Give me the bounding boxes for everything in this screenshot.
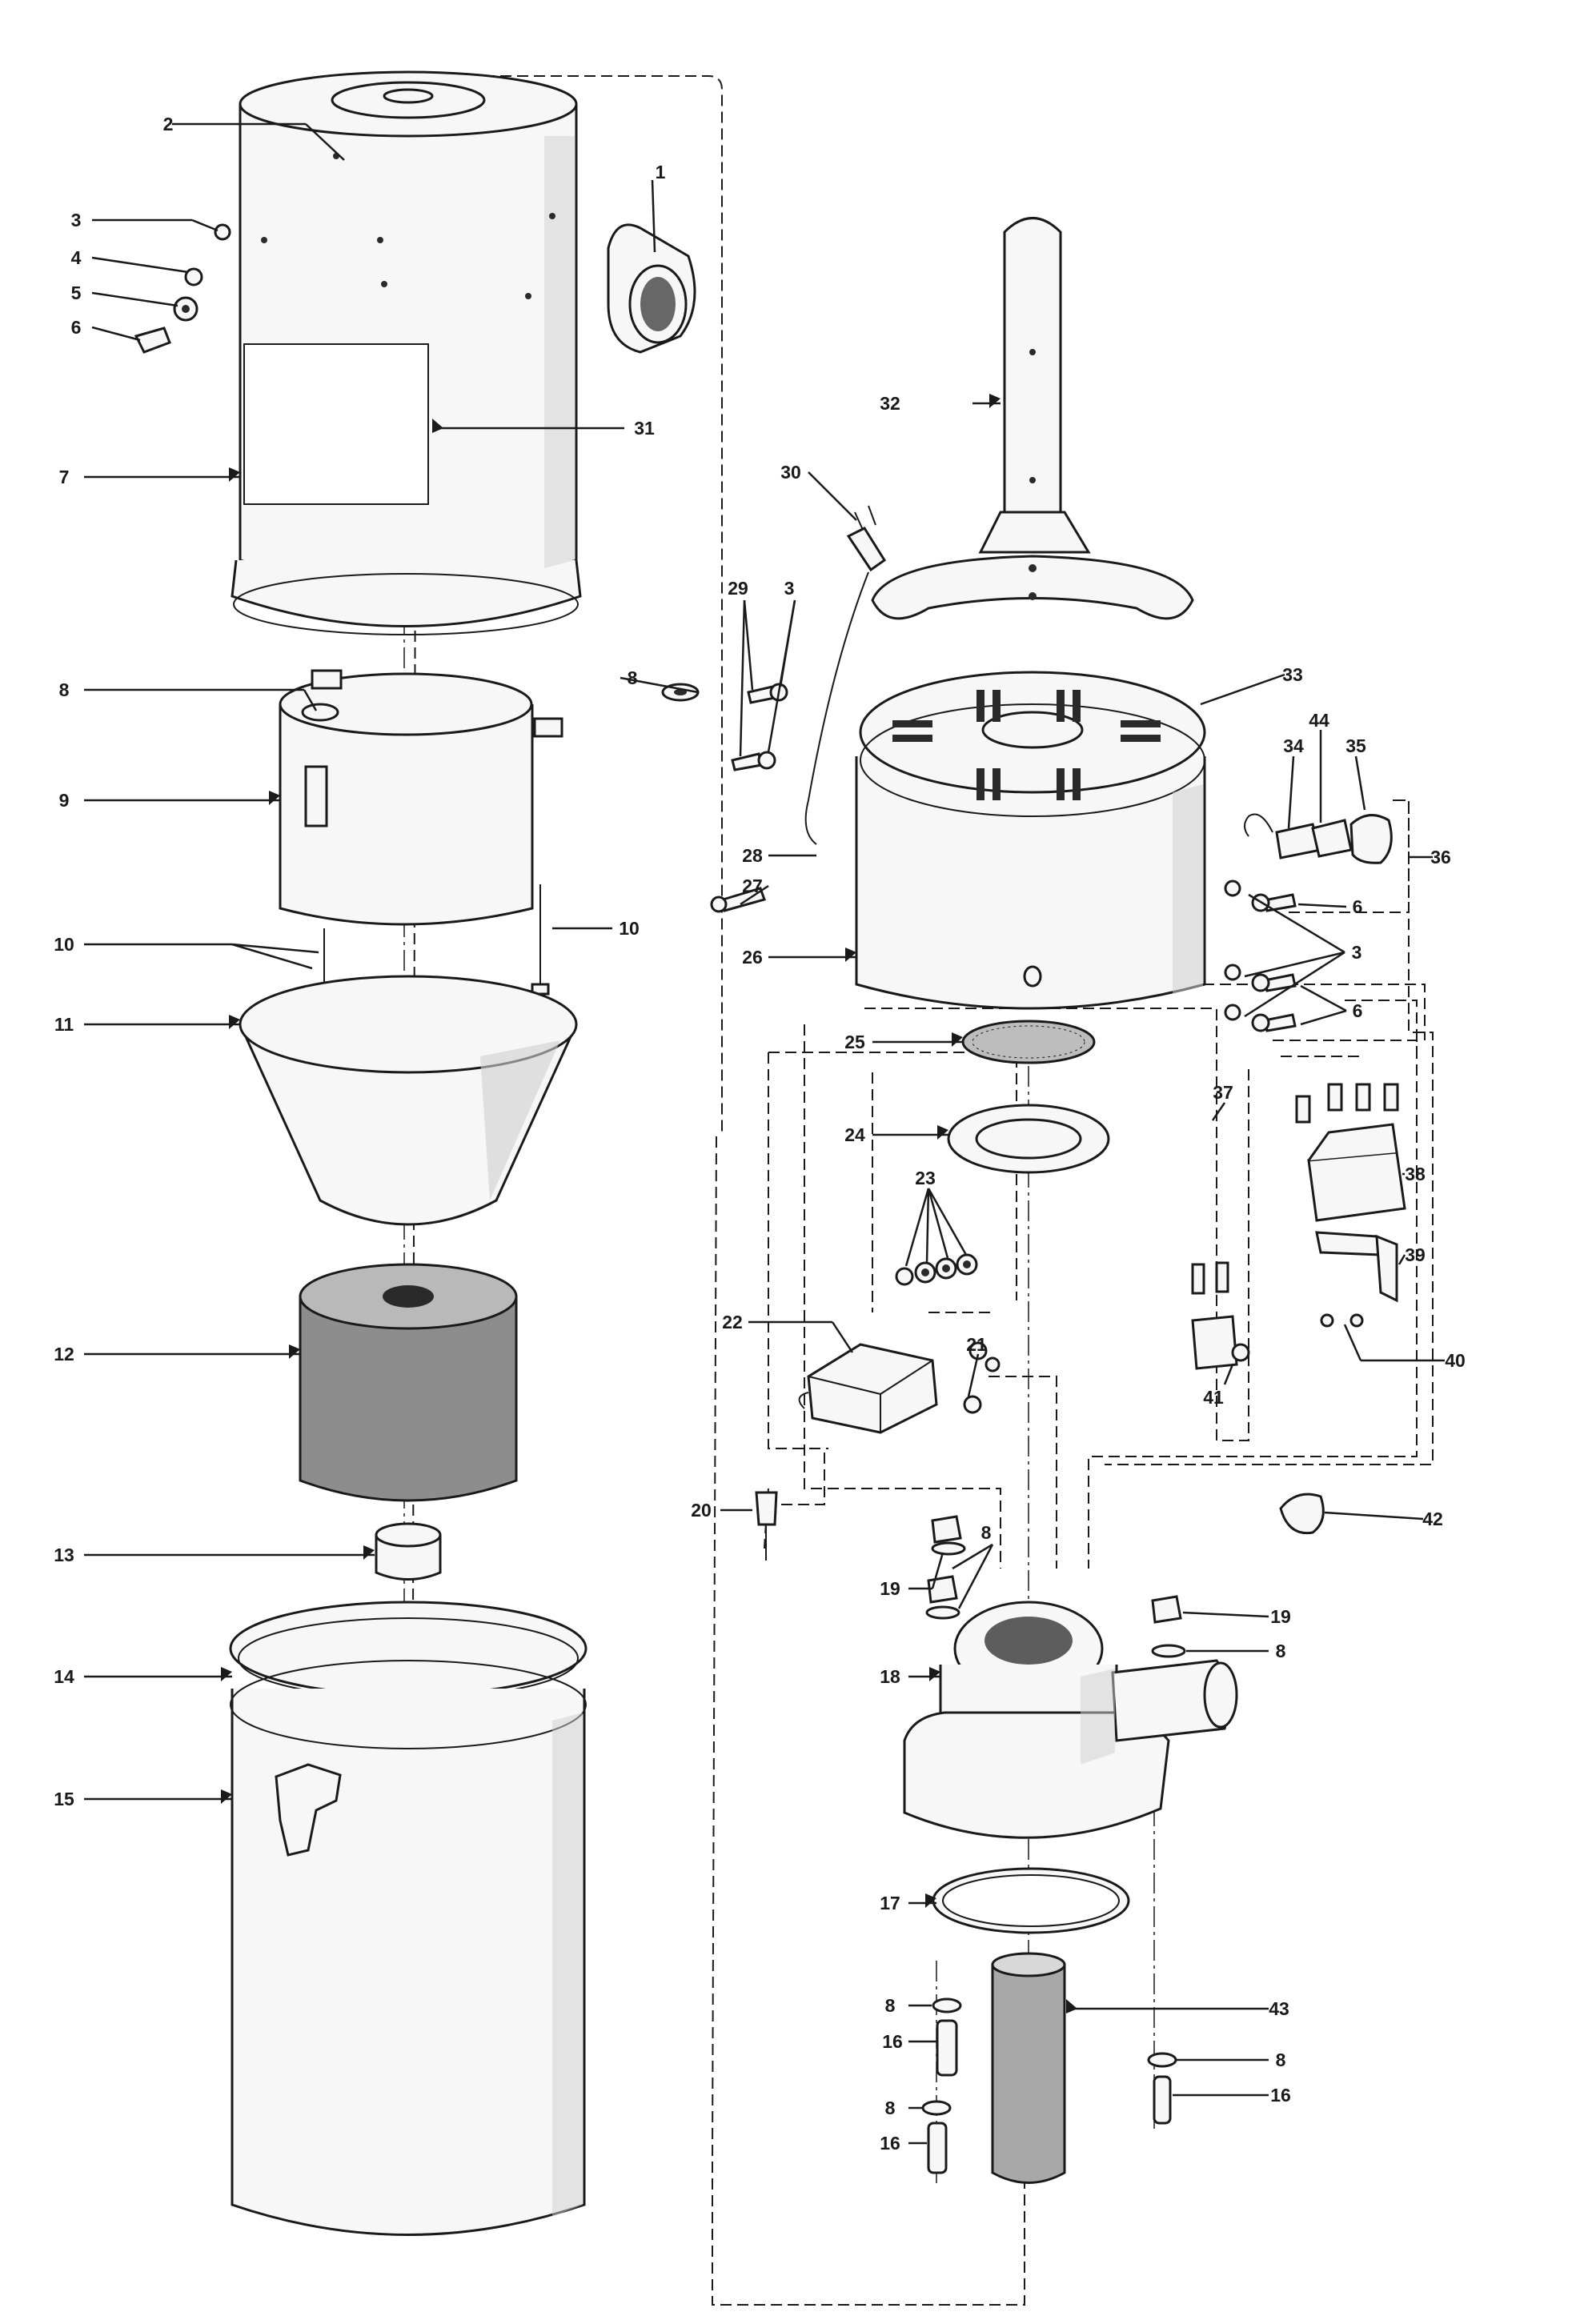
top-housing-cover: [231, 70, 582, 635]
callout-13: 13: [54, 1545, 74, 1565]
callout-43: 43: [1269, 1998, 1289, 2019]
nuts-23: [895, 1253, 978, 1286]
nuts-washers-19-8: [925, 1515, 1186, 1658]
callout-41: 41: [1203, 1387, 1224, 1408]
callout-33: 33: [1282, 664, 1303, 685]
cap-13: [375, 1522, 442, 1581]
callout-38: 38: [1405, 1164, 1426, 1184]
foam-filter: [299, 1263, 518, 1502]
callout-3: 3: [71, 210, 82, 230]
callout-8: 8: [1276, 2050, 1286, 2070]
callout-44: 44: [1309, 710, 1329, 731]
exhaust-screen-43: [991, 1952, 1066, 2184]
callout-36: 36: [1430, 847, 1451, 867]
callout-2: 2: [163, 114, 174, 134]
callout-31: 31: [634, 418, 655, 439]
callout-10: 10: [54, 934, 74, 955]
callout-27: 27: [742, 876, 763, 896]
callout-19: 19: [1270, 1606, 1291, 1627]
motor-housing-top: [855, 671, 1206, 1010]
filter-cage: [279, 669, 700, 926]
callout-labels: 1234567889101011121314151616161788888181…: [54, 114, 1466, 2154]
callout-12: 12: [54, 1344, 74, 1364]
callout-8: 8: [628, 667, 638, 688]
callout-11: 11: [54, 1014, 74, 1035]
callout-3: 3: [1352, 942, 1362, 963]
screws-3-6: [134, 223, 231, 354]
callout-37: 37: [1213, 1082, 1233, 1103]
callout-30: 30: [780, 462, 801, 483]
clip-42: [1279, 1493, 1325, 1535]
callout-29: 29: [728, 578, 748, 599]
callout-40: 40: [1445, 1350, 1466, 1371]
leader-lines: [84, 122, 1445, 2145]
callout-14: 14: [54, 1666, 74, 1687]
callout-19: 19: [880, 1578, 900, 1599]
power-cord: [804, 505, 887, 845]
vacuum-motor-18: [903, 1601, 1238, 1839]
callout-39: 39: [1405, 1244, 1426, 1265]
callout-6: 6: [1353, 896, 1363, 917]
screws-27-29: [710, 683, 788, 913]
callout-8: 8: [59, 679, 70, 700]
callout-25: 25: [844, 1032, 865, 1052]
spacers-16-8: [921, 1997, 1177, 2174]
callout-35: 35: [1345, 735, 1366, 756]
screws-right-3-6: [1224, 880, 1297, 1032]
gasket-24: [947, 1104, 1110, 1174]
callout-6: 6: [1353, 1000, 1363, 1021]
cone-separator: [239, 975, 578, 1226]
bracket-39: [1315, 1231, 1398, 1328]
callout-17: 17: [880, 1893, 900, 1913]
callout-8: 8: [981, 1522, 992, 1543]
muffler-screen-25: [961, 1020, 1096, 1064]
callout-22: 22: [722, 1312, 743, 1332]
arrowheads: [221, 394, 1077, 2013]
callout-8: 8: [885, 2098, 896, 2118]
callout-16: 16: [880, 2133, 900, 2154]
callout-34: 34: [1283, 735, 1304, 756]
callout-28: 28: [742, 845, 763, 866]
callout-8: 8: [1276, 1641, 1286, 1661]
inlet-elbow: [607, 223, 696, 354]
callout-6: 6: [71, 317, 82, 338]
callout-7: 7: [59, 467, 70, 487]
capacitor-41: [1191, 1261, 1250, 1370]
callout-8: 8: [885, 1995, 896, 2016]
terminal-block-38: [1295, 1083, 1406, 1222]
callout-24: 24: [844, 1124, 865, 1145]
callout-16: 16: [882, 2031, 903, 2052]
switch-34-35: [1244, 813, 1393, 864]
callout-18: 18: [880, 1666, 900, 1687]
relay-22: [798, 1341, 1001, 1434]
callout-16: 16: [1270, 2085, 1291, 2106]
callout-3: 3: [784, 578, 795, 599]
gasket-17: [932, 1867, 1130, 1934]
callout-26: 26: [742, 947, 763, 968]
carry-handle: [871, 217, 1194, 620]
callout-32: 32: [880, 393, 900, 414]
dirt-canister: [229, 1601, 587, 2236]
callout-10: 10: [619, 918, 640, 939]
callout-21: 21: [966, 1334, 987, 1355]
callout-15: 15: [54, 1789, 74, 1809]
callout-23: 23: [915, 1168, 936, 1188]
callout-9: 9: [59, 790, 70, 811]
callout-42: 42: [1422, 1509, 1443, 1529]
connector-20: [755, 1491, 778, 1561]
callout-4: 4: [71, 247, 82, 268]
callout-1: 1: [656, 162, 666, 182]
callout-5: 5: [71, 282, 82, 303]
callout-20: 20: [691, 1500, 712, 1521]
